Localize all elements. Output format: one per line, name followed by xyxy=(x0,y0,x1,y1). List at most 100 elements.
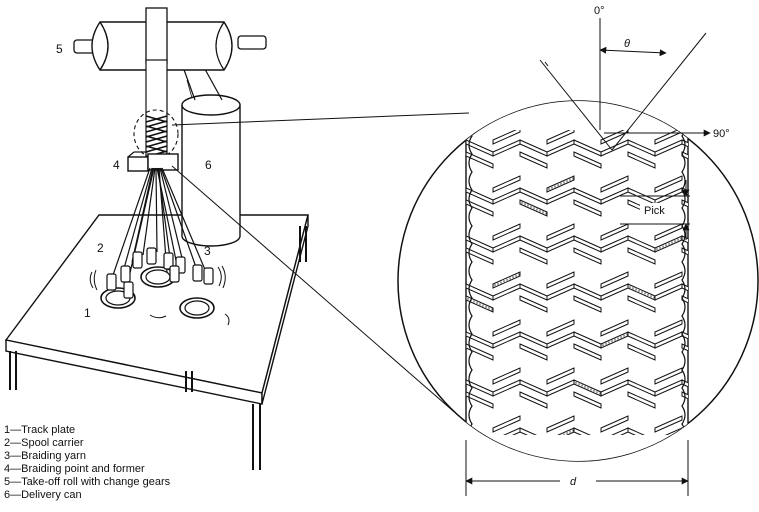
braiding-machine: 5 6 4 2 3 1 xyxy=(4,7,309,470)
braid-yarn-segment xyxy=(681,199,688,217)
braid-yarn-segment xyxy=(466,427,467,435)
callout-5: 5 xyxy=(56,42,63,56)
braid-yarn-segment xyxy=(573,391,602,409)
braid-yarn-segment xyxy=(439,92,466,108)
braid-yarn-segment xyxy=(466,440,493,456)
braid-yarn-segment xyxy=(573,427,602,435)
braid-yarn-segment xyxy=(573,151,602,169)
track-plate xyxy=(89,265,230,326)
braid-yarn-segment xyxy=(466,92,493,108)
braid-yarn-segment xyxy=(573,247,602,265)
braid-yarn-segment xyxy=(601,464,628,480)
callout-1: 1 xyxy=(84,306,91,320)
braid-yarn-segment xyxy=(681,379,688,397)
braid-yarn-segment xyxy=(627,391,656,409)
diameter-label: d xyxy=(570,476,577,488)
callout-6: 6 xyxy=(205,158,212,172)
legend-item: 6—Delivery can xyxy=(4,489,82,501)
braid-yarn-segment xyxy=(681,427,688,435)
braid-pattern xyxy=(439,92,736,480)
callout-numbers: 5 6 4 2 3 1 xyxy=(56,42,212,320)
braid-yarn-segment xyxy=(600,175,629,193)
callout-2: 2 xyxy=(97,241,104,255)
braid-yarn-segment xyxy=(681,139,688,157)
braid-yarn-segment xyxy=(681,247,688,265)
braid-yarn-segment xyxy=(573,343,602,361)
braid-yarn-segment xyxy=(573,199,602,217)
braid-yarn-segment xyxy=(627,247,656,265)
braid-yarn-segment xyxy=(492,175,521,193)
legend-item: 5—Take-off roll with change gears xyxy=(4,476,171,488)
spool-carriers xyxy=(106,247,214,299)
braid-edge-left xyxy=(468,101,473,443)
pick-label: Pick xyxy=(644,205,665,217)
braid-yarn-segment xyxy=(493,464,520,480)
callout-4: 4 xyxy=(113,158,120,172)
braid-yarn-segment xyxy=(519,199,548,217)
braid-yarn-segment xyxy=(600,319,629,337)
braiding-yarns xyxy=(111,167,207,287)
braid-yarn-segment xyxy=(600,415,629,433)
braid-yarn-segment xyxy=(492,319,521,337)
braid-yarn-segment xyxy=(466,295,494,313)
braid-yarn-segment xyxy=(466,343,494,361)
braid-yarn-segment xyxy=(492,130,521,145)
braid-yarn-segment xyxy=(681,391,688,409)
braid-yarn-segment xyxy=(466,130,467,145)
braid-yarn-segment xyxy=(600,223,629,241)
braid-yarn-segment xyxy=(709,416,736,432)
braid-yarn-segment xyxy=(655,464,682,480)
braid-yarn-segment xyxy=(519,295,548,313)
braid-body xyxy=(465,101,689,461)
braid-yarn-segment xyxy=(600,271,629,289)
braid-yarn-segment xyxy=(546,367,575,385)
legend-item: 2—Spool carrier xyxy=(4,437,84,449)
braid-yarn-segment xyxy=(519,247,548,265)
legend: 1—Track plate 2—Spool carrier 3—Braiding… xyxy=(4,424,171,501)
diameter-dimension: d xyxy=(465,440,689,496)
braid-yarn-segment xyxy=(627,151,656,169)
braid-yarn-segment xyxy=(654,319,683,337)
callout-3: 3 xyxy=(204,244,211,258)
braid-yarn-segment xyxy=(654,175,683,193)
braid-yarn-segment xyxy=(519,427,548,435)
angle-ninety-label: 90° xyxy=(713,128,730,140)
braid-yarn-segment xyxy=(492,367,521,385)
braid-yarn-segment xyxy=(654,367,683,385)
braiding-point-former xyxy=(127,151,179,172)
braid-yarn-segment xyxy=(546,175,575,193)
braid-yarn-segment xyxy=(709,140,736,156)
braid-yarn-segment xyxy=(492,271,521,289)
braid-yarn-segment xyxy=(682,104,709,120)
braid-edge-right xyxy=(681,101,686,443)
braid-detail-view: 0° θ 90° Pick d xyxy=(397,5,759,496)
braid-yarn-segment xyxy=(654,415,683,433)
braid-yarn-segment xyxy=(546,415,575,433)
braid-yarn-segment xyxy=(546,271,575,289)
braid-yarn-segment xyxy=(546,130,575,145)
braid-yarn-segment xyxy=(466,151,494,169)
braid-yarn-segment xyxy=(627,295,656,313)
braid-yarn-segment xyxy=(466,199,494,217)
braid-yarn-segment xyxy=(627,343,656,361)
braid-yarn-segment xyxy=(654,223,683,241)
braid-yarn-segment xyxy=(492,415,521,433)
take-off-roll xyxy=(73,7,267,71)
braid-yarn-segment xyxy=(492,223,521,241)
braid-yarn-segment xyxy=(681,283,688,301)
angle-zero-label: 0° xyxy=(594,5,605,17)
delivery-can xyxy=(181,61,241,247)
braid-yarn-segment xyxy=(439,464,466,480)
braid-yarn-segment xyxy=(628,92,655,108)
braid-yarn-segment xyxy=(600,130,629,145)
braid-yarn-segment xyxy=(627,427,656,435)
braid-yarn-segment xyxy=(546,319,575,337)
braid-yarn-segment xyxy=(681,343,688,361)
angle-annotation: 0° θ 90° xyxy=(539,5,730,151)
braid-yarn-segment xyxy=(600,367,629,385)
braid-yarn-segment xyxy=(466,104,493,120)
braid-yarn-segment xyxy=(573,295,602,313)
braid-yarn-segment xyxy=(709,92,736,108)
braid-yarn-segment xyxy=(519,391,548,409)
